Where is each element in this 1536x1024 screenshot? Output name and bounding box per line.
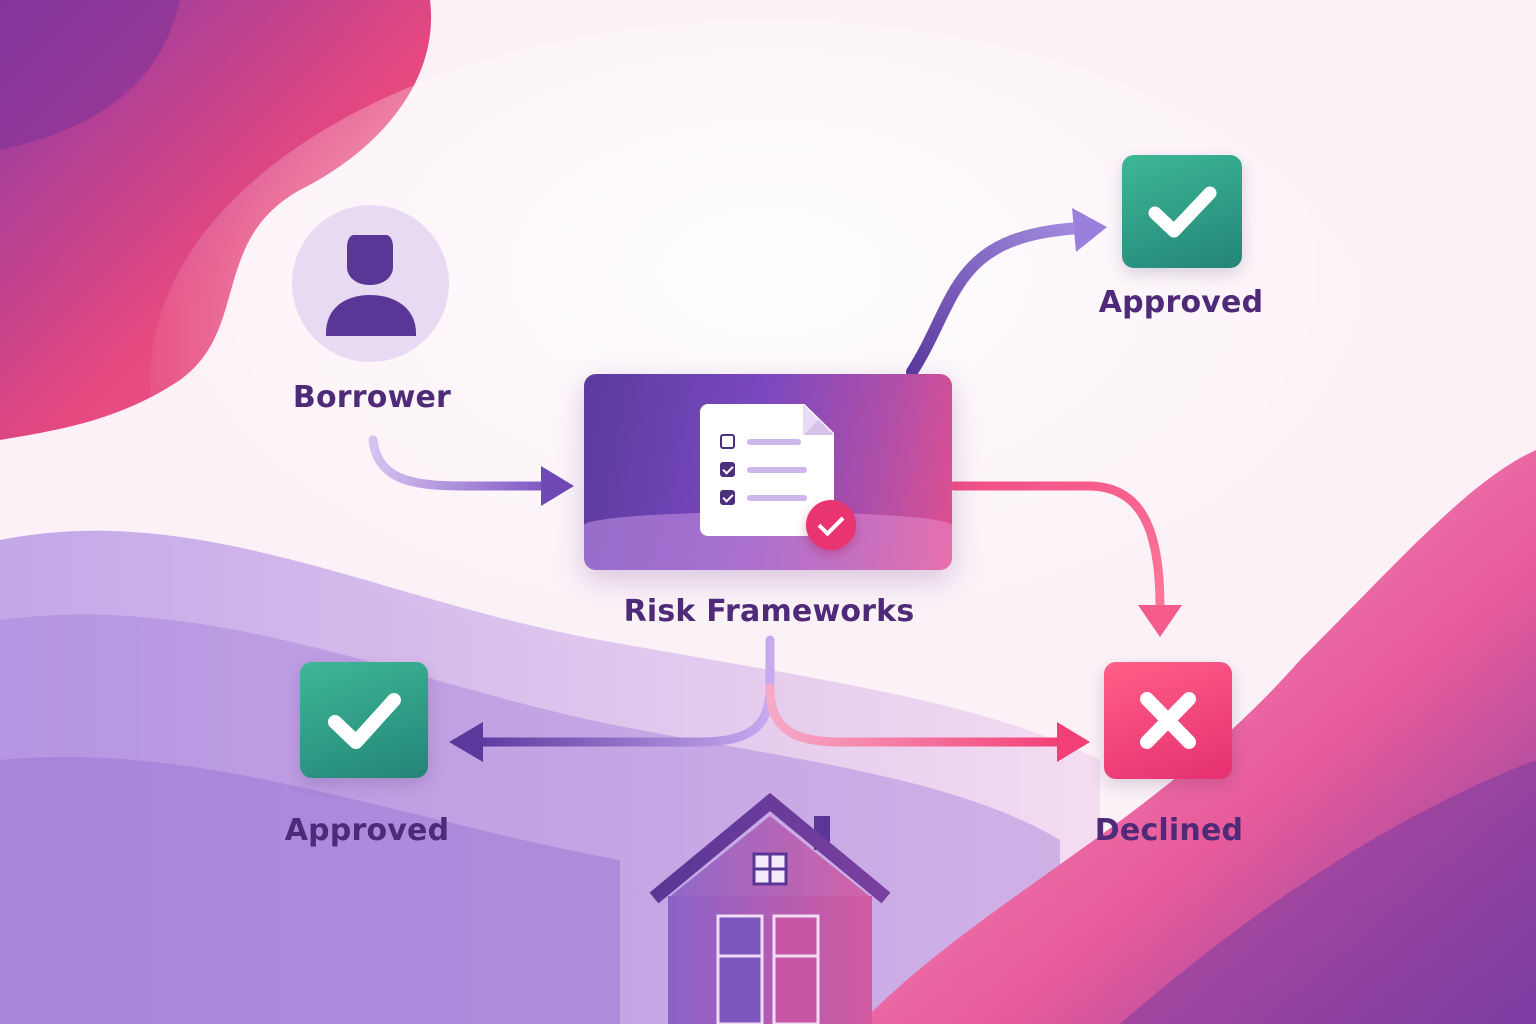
x-mark-icon [1140,692,1196,749]
checklist-line [747,467,807,473]
arrowhead-declined-bottom [1057,722,1090,762]
risk-frameworks-card [584,374,952,570]
checkmark-icon [328,693,401,749]
declined-label: Declined [1094,813,1244,848]
arrow-split-stem [473,635,775,747]
risk-frameworks-label: Risk Frameworks [623,594,915,629]
approved-top-tile [1122,155,1242,268]
approved-bottom-tile [300,662,428,778]
arrowhead-declined-top [1138,605,1182,637]
approved-bottom-label: Approved [284,813,450,848]
arrow-frameworks-to-declined [949,481,1165,613]
checkmark-icon [1148,186,1217,238]
person-icon [326,235,416,336]
arrow-frameworks-to-approved-top [906,222,1086,378]
arrowhead-borrower [541,466,574,506]
checked-checkbox-icon [720,490,735,505]
borrower-label: Borrower [292,380,452,415]
arrow-borrower-to-frameworks [368,435,553,491]
empty-checkbox-icon [720,434,735,449]
checklist-line [747,439,801,445]
check-badge-icon [806,500,856,550]
arrowhead-approved-top [1072,208,1107,252]
checklist-line [747,495,807,501]
arrowhead-approved-bottom [449,722,483,762]
house-icon [649,792,891,1024]
borrower-avatar [292,205,449,362]
declined-tile [1104,662,1232,779]
checked-checkbox-icon [720,462,735,477]
approved-top-label: Approved [1098,285,1264,320]
arrow-split-right [765,683,1065,747]
